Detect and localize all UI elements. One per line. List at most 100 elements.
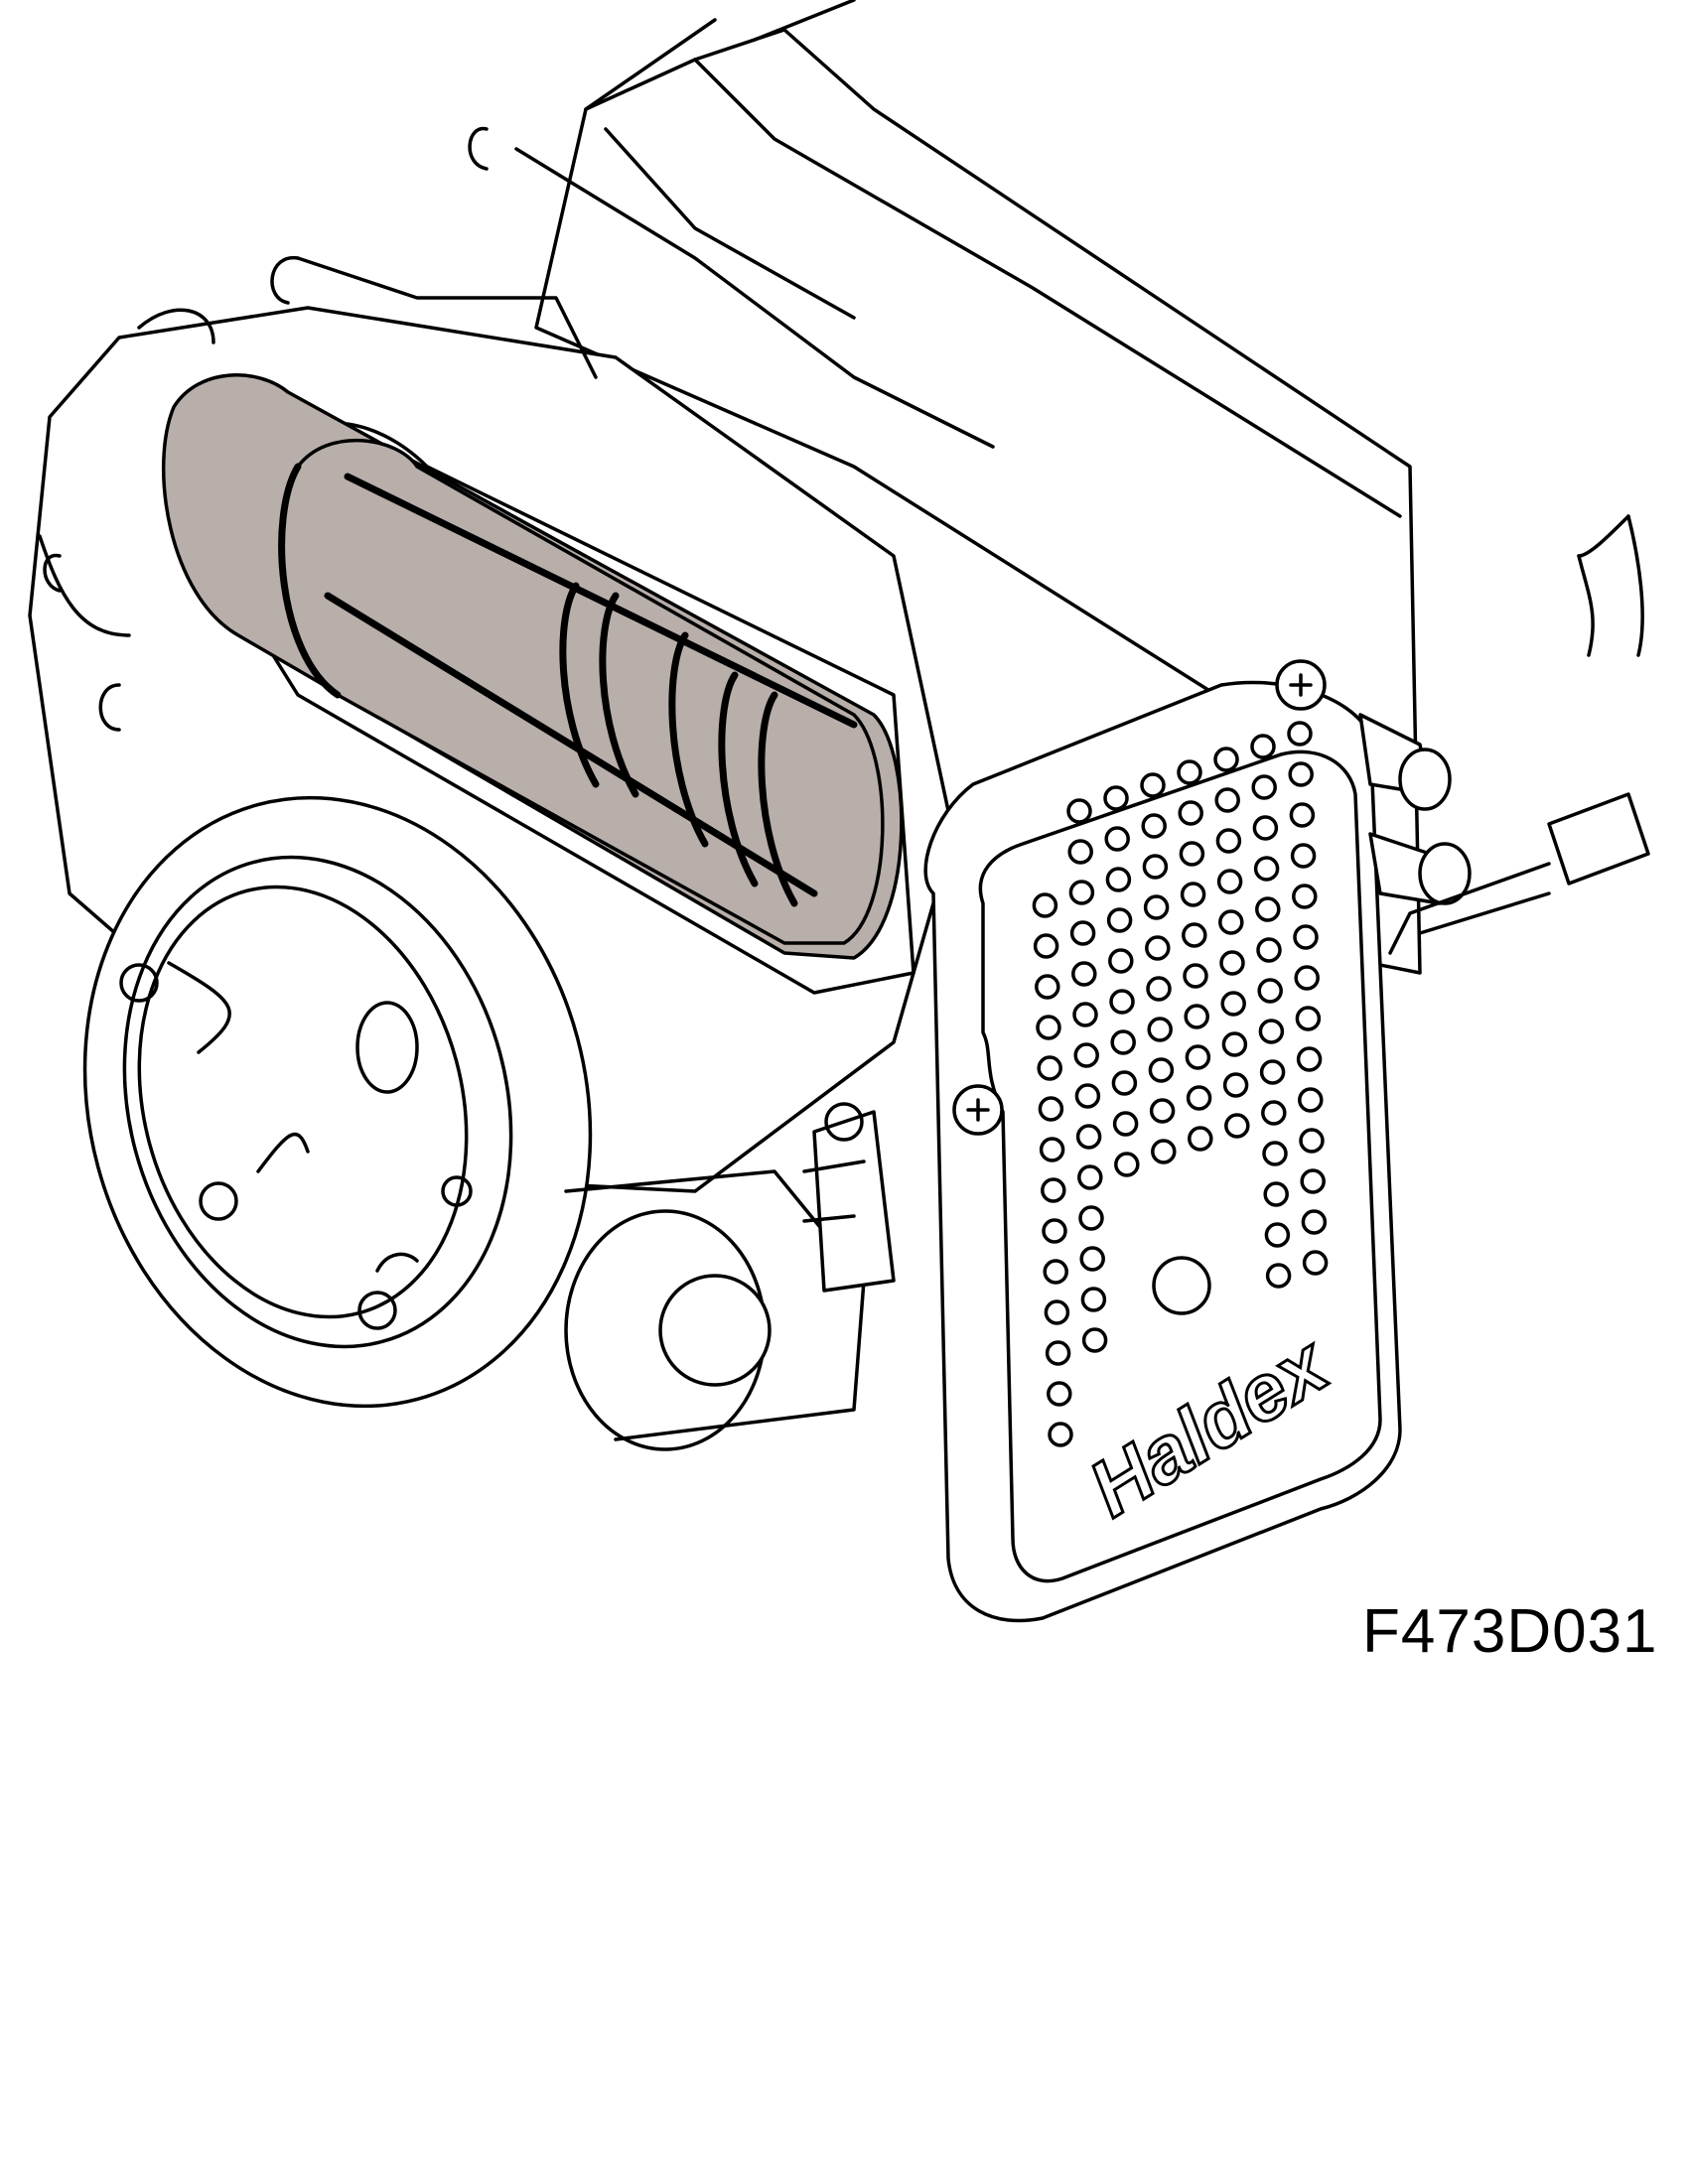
vent-hole xyxy=(1036,1015,1061,1040)
vent-hole xyxy=(1213,747,1239,772)
vent-hole xyxy=(1067,839,1093,865)
vent-hole xyxy=(1182,922,1207,948)
vent-hole xyxy=(1188,1126,1213,1152)
vent-hole xyxy=(1258,1019,1285,1044)
vent-hole xyxy=(1215,828,1242,854)
vent-hole xyxy=(1074,1083,1101,1109)
vent-hole xyxy=(1252,815,1279,841)
oil-pipes xyxy=(1358,514,1650,955)
vent-hole xyxy=(1043,1259,1068,1285)
vent-hole xyxy=(1149,1098,1176,1124)
vent-hole xyxy=(1180,882,1206,907)
vent-hole xyxy=(1250,734,1276,759)
vent-hole xyxy=(1077,1164,1103,1190)
vent-hole xyxy=(1110,1029,1136,1055)
upper-housing xyxy=(514,0,1422,975)
cutaway-window xyxy=(161,373,915,995)
vent-hole xyxy=(1219,950,1245,976)
vent-hole xyxy=(1253,856,1280,882)
vent-hole xyxy=(1301,1209,1328,1235)
vent-hole xyxy=(1112,1111,1139,1137)
vent-hole xyxy=(1222,1072,1249,1098)
vent-hole xyxy=(1146,976,1172,1002)
vent-hole xyxy=(1265,1263,1292,1289)
vent-hole xyxy=(1293,924,1319,950)
vent-hole xyxy=(1300,1168,1326,1194)
control-unit-cover: Haldex xyxy=(923,659,1402,1623)
vent-hole xyxy=(1183,963,1208,989)
vent-hole xyxy=(1263,1181,1289,1207)
vent-hole xyxy=(1257,978,1283,1004)
vent-hole xyxy=(1068,880,1095,905)
vent-hole xyxy=(1261,1100,1287,1126)
vent-hole xyxy=(1214,787,1240,813)
vent-hole xyxy=(1224,1113,1250,1139)
vent-hole xyxy=(1142,854,1169,880)
vent-hole xyxy=(1072,1002,1098,1027)
vent-hole xyxy=(1041,1177,1066,1203)
vent-hole xyxy=(1184,1004,1209,1029)
vent-hole xyxy=(1220,991,1246,1017)
output-flange xyxy=(82,795,593,1409)
vent-holes xyxy=(1032,721,1329,1447)
vent-hole xyxy=(1081,1327,1108,1353)
vent-hole xyxy=(1069,920,1096,946)
vent-hole xyxy=(1032,892,1058,918)
vent-hole xyxy=(1151,1139,1177,1164)
vent-hole xyxy=(1186,1085,1212,1111)
vent-hole xyxy=(1073,1042,1099,1068)
vent-hole xyxy=(1185,1044,1211,1070)
vent-hole xyxy=(1216,869,1243,894)
vent-hole xyxy=(1080,1287,1107,1312)
vent-hole xyxy=(1044,1299,1070,1325)
vent-hole xyxy=(1109,989,1135,1015)
vent-hole xyxy=(1221,1031,1248,1057)
vent-hole xyxy=(1298,1087,1324,1113)
vent-hole xyxy=(1290,843,1317,869)
vent-hole xyxy=(1071,961,1097,987)
vent-hole xyxy=(1047,1381,1072,1407)
vent-hole xyxy=(1078,1205,1104,1231)
vent-hole xyxy=(1299,1128,1325,1154)
vent-hole xyxy=(1037,1055,1062,1081)
vent-hole xyxy=(1302,1250,1329,1276)
vent-hole xyxy=(1114,1152,1140,1177)
vent-hole xyxy=(1294,965,1320,991)
vent-hole xyxy=(1255,896,1281,922)
vent-hole xyxy=(1106,907,1133,933)
vent-hole xyxy=(1256,937,1282,963)
vent-hole xyxy=(1178,800,1203,826)
vent-hole xyxy=(1296,1046,1323,1072)
vent-hole xyxy=(1262,1141,1288,1166)
vent-hole xyxy=(1105,867,1132,892)
vent-hole xyxy=(1287,721,1313,747)
vent-hole xyxy=(1038,1096,1064,1122)
vent-hole xyxy=(1148,1057,1175,1083)
vent-hole xyxy=(1039,1137,1065,1162)
vent-hole xyxy=(1264,1222,1291,1248)
vent-hole xyxy=(1295,1006,1322,1031)
vent-hole xyxy=(1177,759,1202,785)
vent-hole xyxy=(1218,909,1244,935)
vent-hole xyxy=(1143,894,1170,920)
figure-code-label: F473D031 xyxy=(1362,1597,1658,1666)
vent-hole xyxy=(1042,1218,1067,1244)
electrical-connector xyxy=(802,1102,896,1293)
vent-hole xyxy=(1103,785,1129,811)
vent-hole xyxy=(1140,772,1166,798)
vent-hole xyxy=(1145,935,1171,961)
vent-hole xyxy=(1292,884,1318,909)
vent-hole xyxy=(1108,948,1134,974)
vent-hole xyxy=(1179,841,1205,867)
vent-hole xyxy=(1033,933,1059,959)
vent-hole xyxy=(1289,802,1316,828)
vent-hole xyxy=(1035,974,1060,1000)
vent-hole xyxy=(1147,1017,1173,1042)
vent-hole xyxy=(1141,813,1167,839)
vent-hole xyxy=(1075,1124,1102,1150)
vent-hole xyxy=(1104,826,1130,852)
vent-hole xyxy=(1111,1070,1138,1096)
vent-hole xyxy=(1048,1422,1073,1447)
vent-hole xyxy=(1045,1340,1071,1366)
